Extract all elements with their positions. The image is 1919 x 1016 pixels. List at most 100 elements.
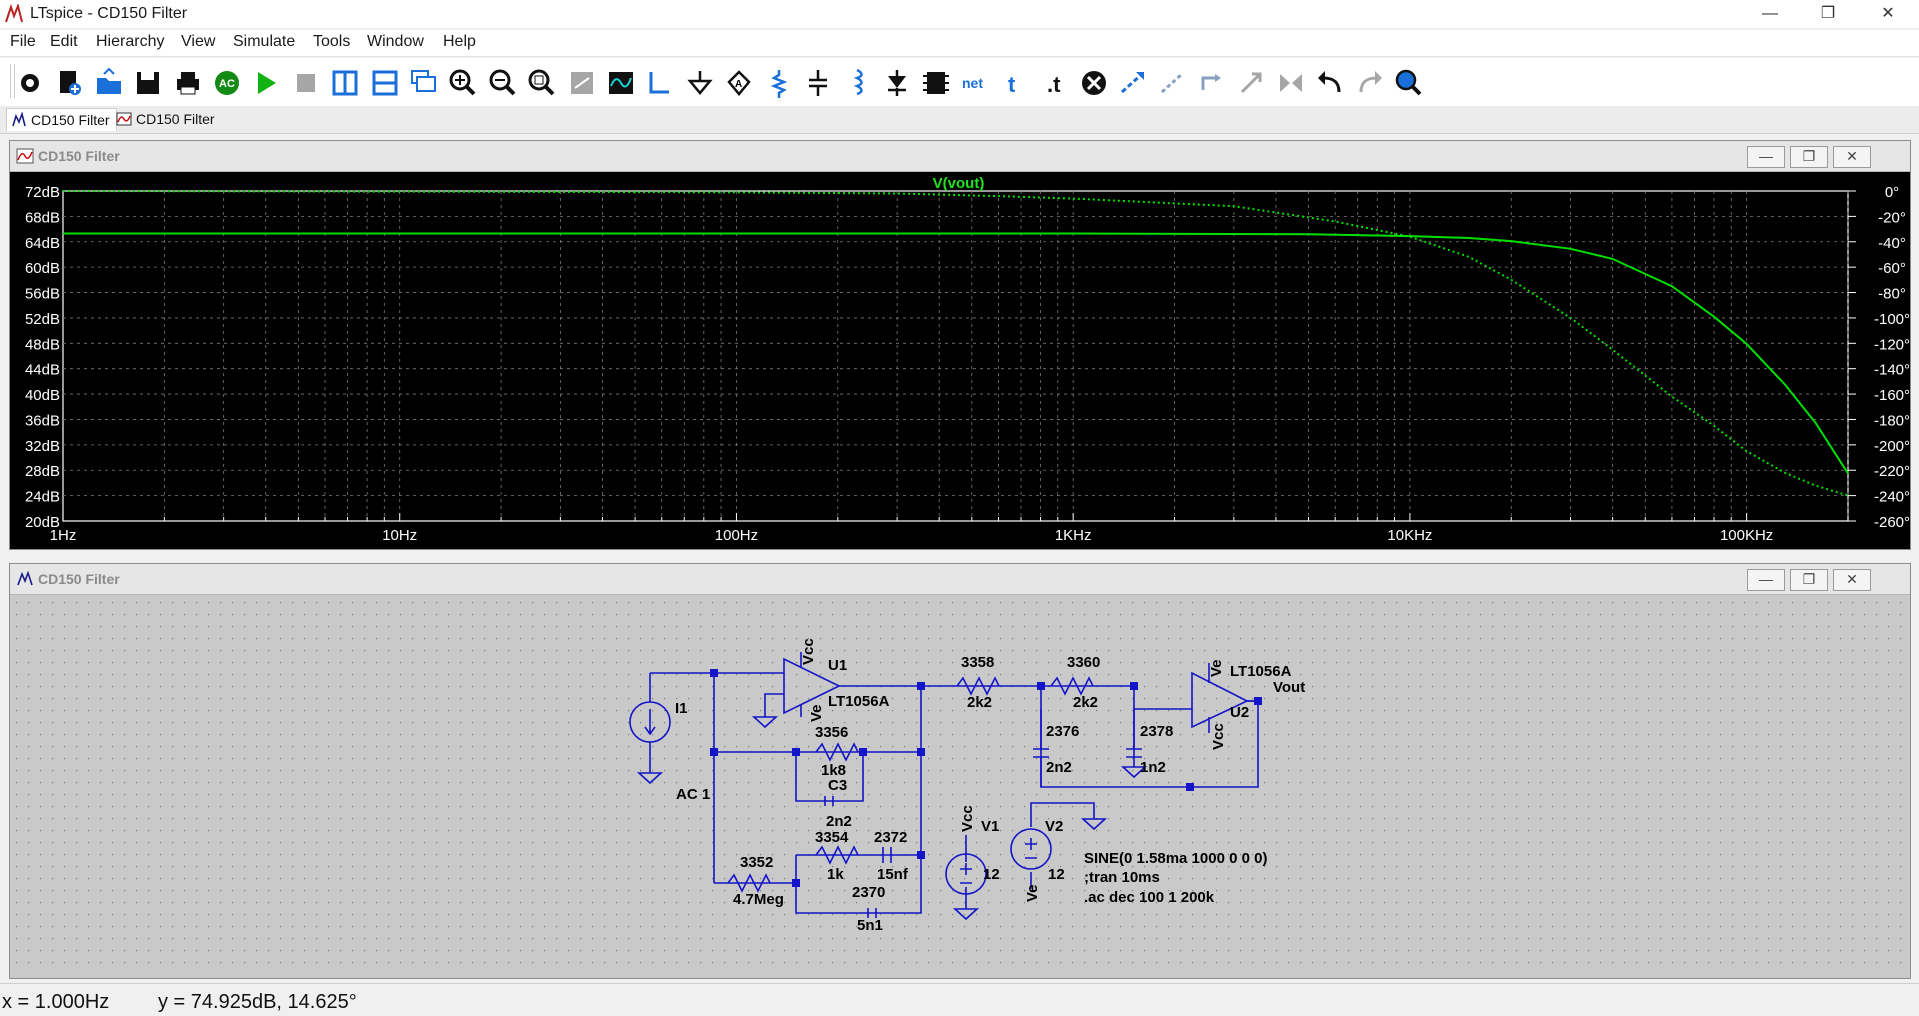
move-icon[interactable] xyxy=(1116,66,1150,100)
y-left-tick-label: 52dB xyxy=(25,311,60,328)
tab-schematic[interactable]: CD150 Filter xyxy=(6,108,117,131)
u1-name: U1 xyxy=(828,657,847,674)
schematic-icon xyxy=(12,112,26,127)
c2376-label: 2376 xyxy=(1046,723,1079,740)
y-right-tick-label: -160° xyxy=(1874,387,1910,404)
schematic-close-button[interactable]: ✕ xyxy=(1833,569,1871,591)
menu-hierarchy[interactable]: Hierarchy xyxy=(96,33,165,50)
component-icon[interactable] xyxy=(919,66,953,100)
drag-icon[interactable] xyxy=(1156,66,1190,100)
spice-directive-icon[interactable]: .t xyxy=(1037,66,1071,100)
autorange-icon[interactable] xyxy=(565,66,599,100)
y-right-tick-label: -20° xyxy=(1878,209,1906,226)
delete-icon[interactable] xyxy=(1077,66,1111,100)
svg-text:t: t xyxy=(1008,72,1016,97)
y-left-tick-label: 40dB xyxy=(25,387,60,404)
schematic-maximize-button[interactable]: ❐ xyxy=(1790,569,1828,591)
plot-close-button[interactable]: ✕ xyxy=(1833,146,1871,168)
u2-vcc-label: Vcc xyxy=(1210,723,1227,750)
net-label-icon[interactable]: net xyxy=(959,66,993,100)
print-icon[interactable] xyxy=(171,66,205,100)
i1-value: AC 1 xyxy=(676,786,710,803)
spice-directive-ac[interactable]: .ac dec 100 1 200k xyxy=(1084,889,1215,906)
mirror-alt-icon[interactable] xyxy=(1274,66,1308,100)
menu-view[interactable]: View xyxy=(181,33,216,50)
svg-text:AC: AC xyxy=(219,78,235,90)
menu-simulate[interactable]: Simulate xyxy=(233,33,296,50)
find-icon[interactable] xyxy=(1392,66,1426,100)
ground-icon[interactable] xyxy=(683,66,717,100)
y-right-tick-label: -240° xyxy=(1874,489,1910,506)
schematic-window-title: CD150 Filter xyxy=(38,571,120,587)
status-bar: x = 1.000Hz y = 74.925dB, 14.625° xyxy=(0,983,1919,1016)
redo-icon[interactable] xyxy=(1353,66,1387,100)
wire-icon[interactable] xyxy=(643,66,677,100)
mirror-icon[interactable] xyxy=(1234,66,1268,100)
menu-window[interactable]: Window xyxy=(367,33,424,50)
c3-value: 2n2 xyxy=(826,813,852,830)
rotate-icon[interactable] xyxy=(1195,66,1229,100)
menu-tools[interactable]: Tools xyxy=(313,33,351,50)
cursor-y-readout: y = 74.925dB, 14.625° xyxy=(158,991,357,1013)
label-net-icon[interactable]: A xyxy=(722,66,756,100)
schematic-components xyxy=(629,652,1249,918)
svg-text:net: net xyxy=(962,75,983,91)
minimize-button[interactable]: — xyxy=(1762,5,1778,22)
tile-horizontal-icon[interactable] xyxy=(368,66,402,100)
close-button[interactable]: ✕ xyxy=(1881,5,1895,22)
magnitude-series-line xyxy=(63,232,1849,474)
resistor-icon[interactable] xyxy=(762,66,796,100)
waveform-icon[interactable] xyxy=(604,66,638,100)
schematic-window: CD150 Filter — ❐ ✕ xyxy=(9,563,1911,979)
spice-directive-tran[interactable]: ;tran 10ms xyxy=(1084,869,1160,886)
menu-edit[interactable]: Edit xyxy=(50,33,78,50)
zoom-in-icon[interactable] xyxy=(446,66,480,100)
tile-vertical-icon[interactable] xyxy=(328,66,362,100)
new-schematic-icon[interactable] xyxy=(52,66,86,100)
menu-bar: File Edit Hierarchy View Simulate Tools … xyxy=(0,30,1919,57)
cascade-icon[interactable] xyxy=(407,66,441,100)
schematic-minimize-button[interactable]: — xyxy=(1747,569,1785,591)
x-tick-label: 10Hz xyxy=(382,527,417,544)
ac-analysis-icon[interactable]: AC xyxy=(210,66,244,100)
y-right-tick-label: -100° xyxy=(1874,311,1910,328)
plot-maximize-button[interactable]: ❐ xyxy=(1790,146,1828,168)
run-icon[interactable] xyxy=(249,66,283,100)
r3354-label: 3354 xyxy=(815,829,849,846)
cursor-x-readout: x = 1.000Hz xyxy=(2,991,110,1013)
spice-directive-sine[interactable]: SINE(0 1.58ma 1000 0 0 0) xyxy=(1084,850,1267,867)
inductor-icon[interactable] xyxy=(840,66,874,100)
c2372-label: 2372 xyxy=(874,829,907,846)
save-icon[interactable] xyxy=(131,66,165,100)
schematic-drawing[interactable]: I1 AC 1 U1 LT1056A Vcc Ve 3358 2k2 3360 … xyxy=(11,597,1904,974)
y-right-tick-label: -60° xyxy=(1878,260,1906,277)
text-icon[interactable]: t xyxy=(998,66,1032,100)
tab-waveform[interactable]: CD150 Filter xyxy=(112,108,221,130)
x-tick-label: 1Hz xyxy=(50,527,77,544)
r3356-label: 3356 xyxy=(815,724,848,741)
r3360-value: 2k2 xyxy=(1073,694,1098,711)
menu-help[interactable]: Help xyxy=(443,33,476,50)
diode-icon[interactable] xyxy=(880,66,914,100)
restore-button[interactable]: ❐ xyxy=(1820,5,1836,22)
open-icon[interactable] xyxy=(92,66,126,100)
r3354-value: 1k xyxy=(827,866,844,883)
undo-icon[interactable] xyxy=(1313,66,1347,100)
zoom-fit-icon[interactable] xyxy=(525,66,559,100)
title-bar: LTspice - CD150 Filter — ❐ ✕ xyxy=(0,0,1919,28)
menu-file[interactable]: File xyxy=(10,33,36,50)
y-right-tick-label: -180° xyxy=(1874,412,1910,429)
capacitor-icon[interactable] xyxy=(801,66,835,100)
control-panel-icon[interactable] xyxy=(13,66,47,100)
schematic-canvas[interactable]: I1 AC 1 U1 LT1056A Vcc Ve 3358 2k2 3360 … xyxy=(11,597,1904,974)
bode-plot[interactable]: 72dB68dB64dB60dB56dB52dB48dB44dB40dB36dB… xyxy=(10,172,1910,549)
zoom-out-icon[interactable] xyxy=(486,66,520,100)
toolbar-grip xyxy=(10,64,15,98)
document-tab-bar: CD150 Filter CD150 Filter xyxy=(0,106,1919,134)
ltspice-logo-icon xyxy=(5,4,23,23)
plot-minimize-button[interactable]: — xyxy=(1747,146,1785,168)
v1-net-label: Vcc xyxy=(959,805,976,832)
halt-icon[interactable] xyxy=(289,66,323,100)
